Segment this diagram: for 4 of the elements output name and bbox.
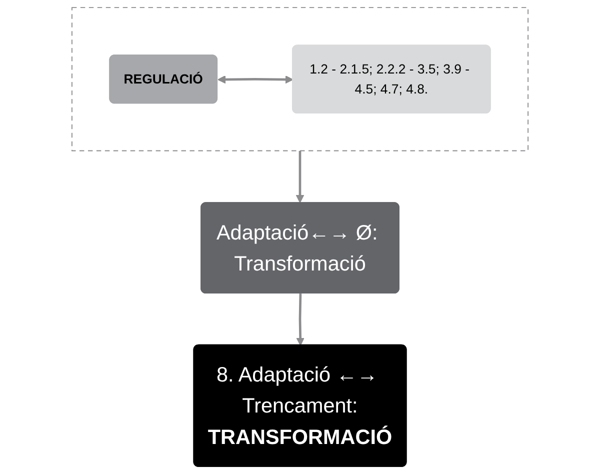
cluster bbox=[70, 7, 528, 152]
arrow bbox=[296, 294, 304, 346]
arrow bbox=[217, 75, 293, 84]
arrow bbox=[295, 150, 304, 203]
